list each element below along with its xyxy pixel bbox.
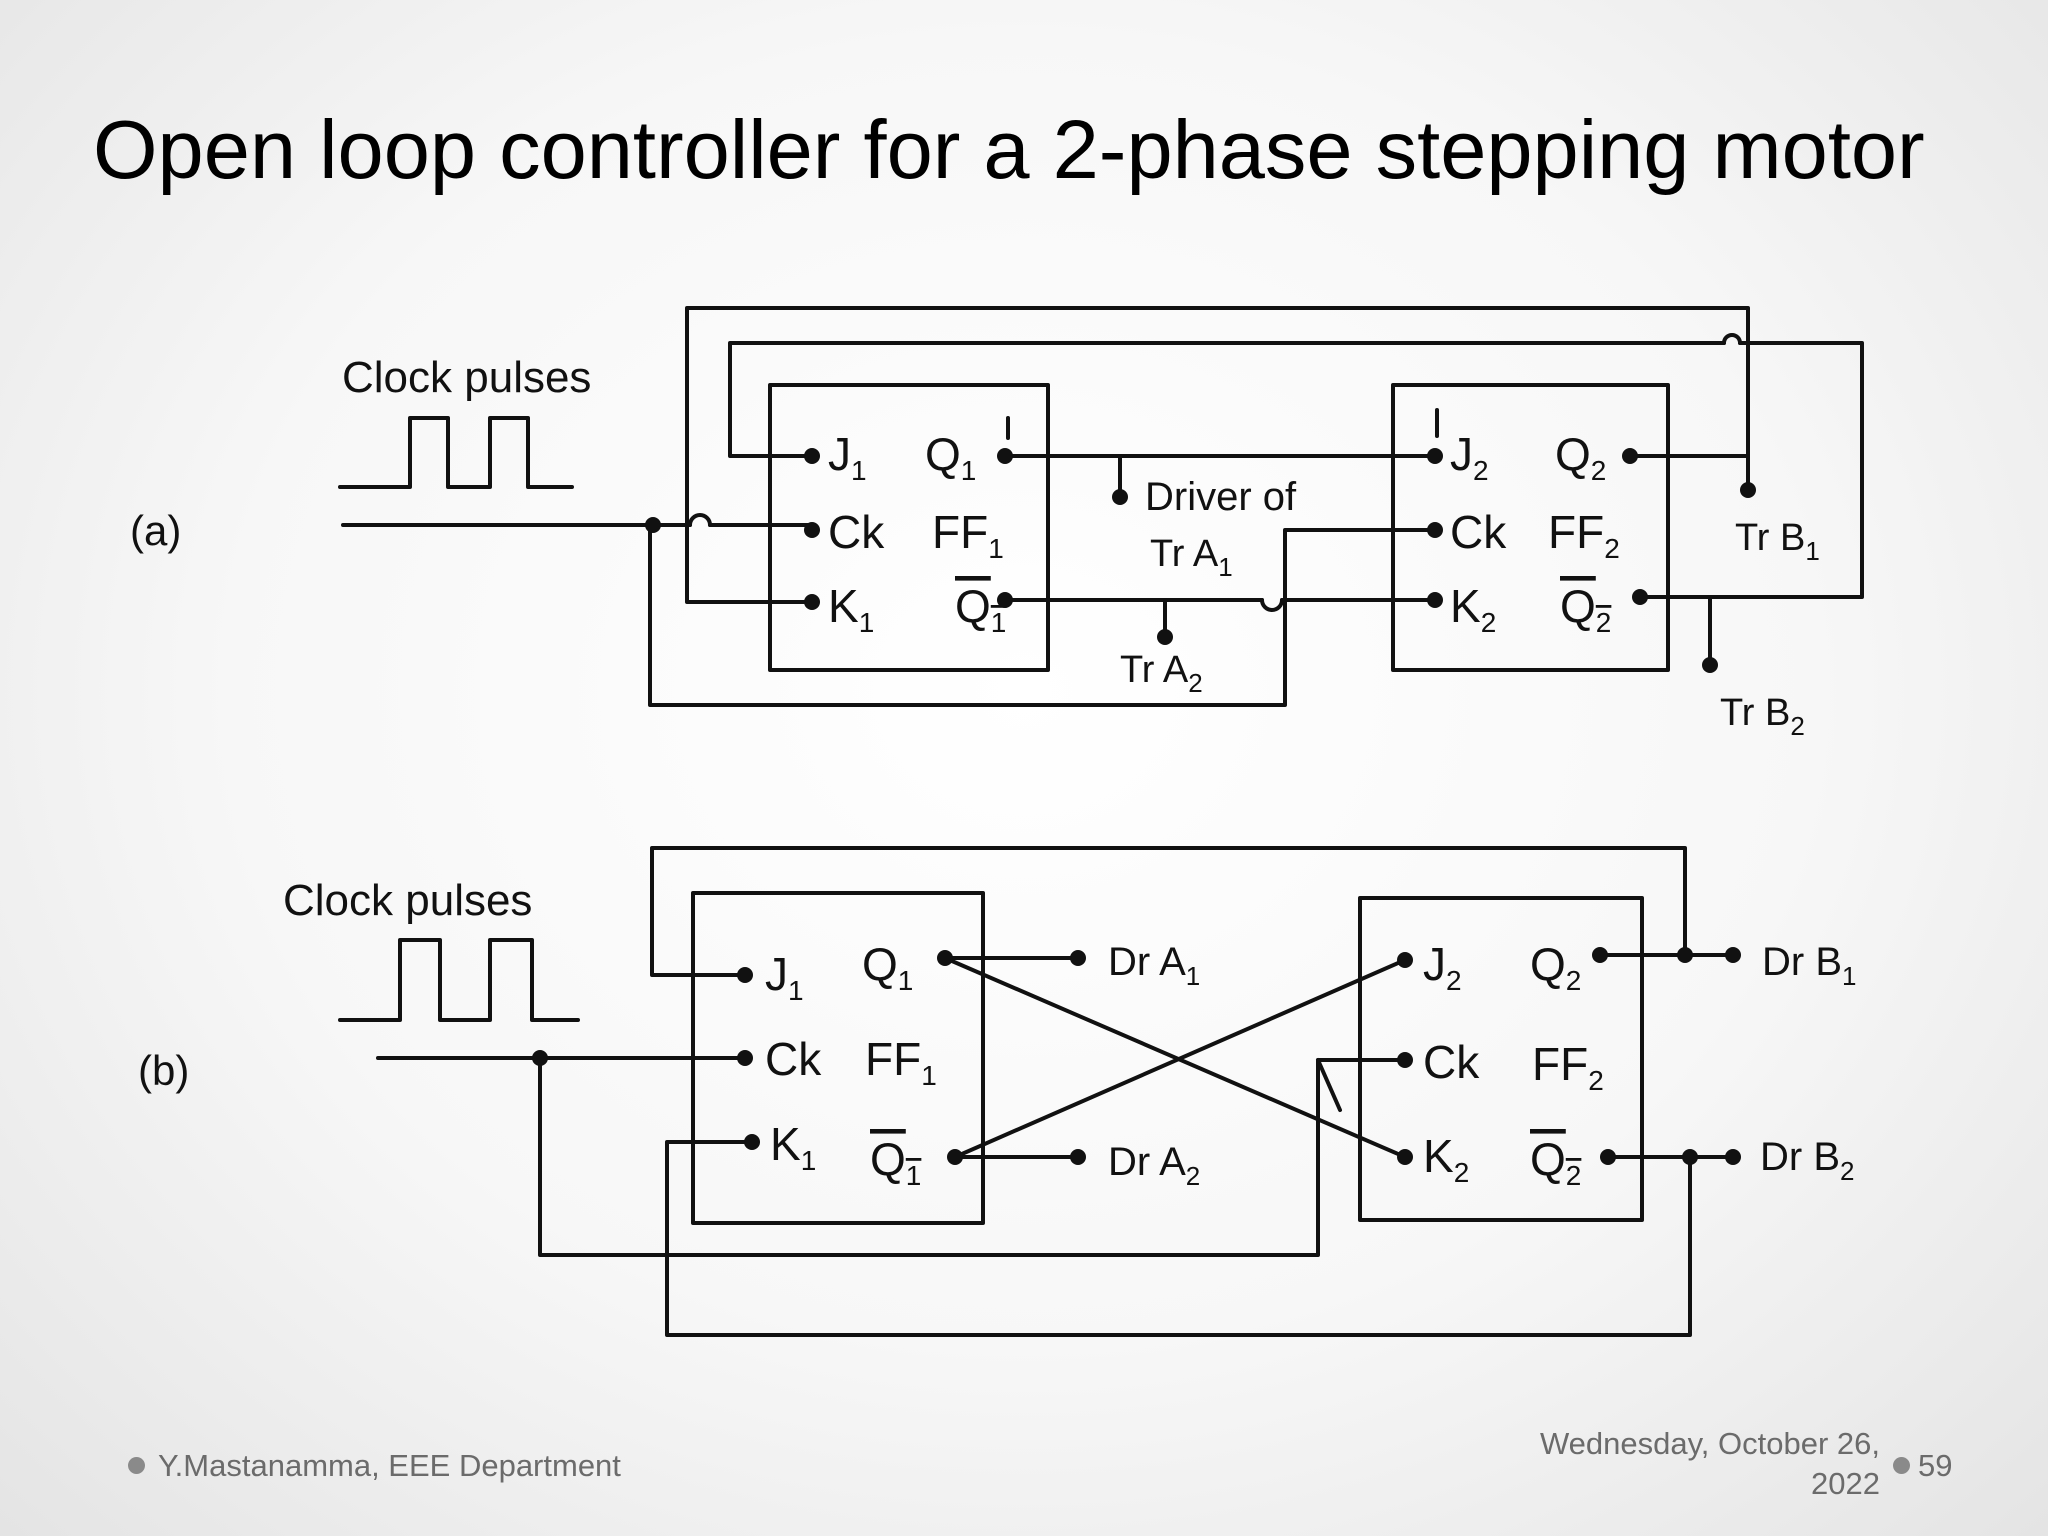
svg-text:Dr B1: Dr B1 — [1762, 940, 1856, 991]
svg-text:FF2: FF2 — [1548, 506, 1620, 564]
svg-text:Q1: Q1 — [955, 580, 1006, 638]
clock-label-a: Clock pulses — [342, 353, 591, 402]
svg-text:Q2: Q2 — [1560, 580, 1611, 638]
svg-text:Ck: Ck — [765, 1033, 822, 1085]
slide-title: Open loop controller for a 2-phase stepp… — [93, 103, 1925, 196]
svg-text:Q2: Q2 — [1555, 428, 1606, 486]
ff2-box-a — [1391, 383, 1670, 672]
label-a: (a) — [130, 507, 181, 554]
svg-text:Q1: Q1 — [870, 1133, 921, 1191]
ff1-box-a — [768, 383, 1050, 672]
svg-text:FF1: FF1 — [932, 506, 1004, 564]
clock-waveform-b — [338, 938, 580, 1022]
svg-text:K1: K1 — [770, 1118, 816, 1176]
footer-author: Y.Mastanamma, EEE Department — [158, 1448, 621, 1483]
svg-text:Q1: Q1 — [925, 428, 976, 486]
svg-text:Tr B2: Tr B2 — [1720, 692, 1805, 741]
clock-label-b: Clock pulses — [283, 876, 532, 925]
footer-bullet-icon — [128, 1457, 145, 1474]
svg-text:J1: J1 — [828, 428, 867, 486]
footer-page-bullet-icon — [1893, 1457, 1910, 1474]
svg-text:K2: K2 — [1450, 580, 1496, 638]
svg-text:J2: J2 — [1423, 938, 1462, 996]
svg-text:Ck: Ck — [1423, 1036, 1480, 1088]
svg-text:Q2: Q2 — [1530, 938, 1581, 996]
svg-text:J2: J2 — [1450, 428, 1489, 486]
svg-text:Dr A2: Dr A2 — [1108, 1140, 1200, 1191]
svg-text:J1: J1 — [765, 948, 804, 1006]
driver-of-label: Driver of — [1145, 475, 1297, 519]
svg-text:Q2: Q2 — [1530, 1133, 1581, 1191]
svg-text:Tr A2: Tr A2 — [1120, 649, 1203, 698]
svg-text:FF1: FF1 — [865, 1033, 937, 1091]
label-b: (b) — [138, 1047, 189, 1094]
svg-text:FF2: FF2 — [1532, 1038, 1604, 1096]
svg-text:Q1: Q1 — [862, 938, 913, 996]
svg-text:Ck: Ck — [828, 506, 885, 558]
svg-text:Tr B1: Tr B1 — [1735, 517, 1820, 566]
svg-text:Dr B2: Dr B2 — [1760, 1135, 1854, 1186]
clock-waveform-a — [338, 416, 574, 489]
svg-text:Dr A1: Dr A1 — [1108, 940, 1200, 991]
svg-text:K2: K2 — [1423, 1130, 1469, 1188]
footer-date: Wednesday, October 26, 2022 — [1539, 1426, 1880, 1501]
svg-text:Ck: Ck — [1450, 506, 1507, 558]
svg-text:Tr A1: Tr A1 — [1150, 533, 1233, 582]
svg-text:K1: K1 — [828, 580, 874, 638]
page-number: 59 — [1918, 1448, 1953, 1483]
